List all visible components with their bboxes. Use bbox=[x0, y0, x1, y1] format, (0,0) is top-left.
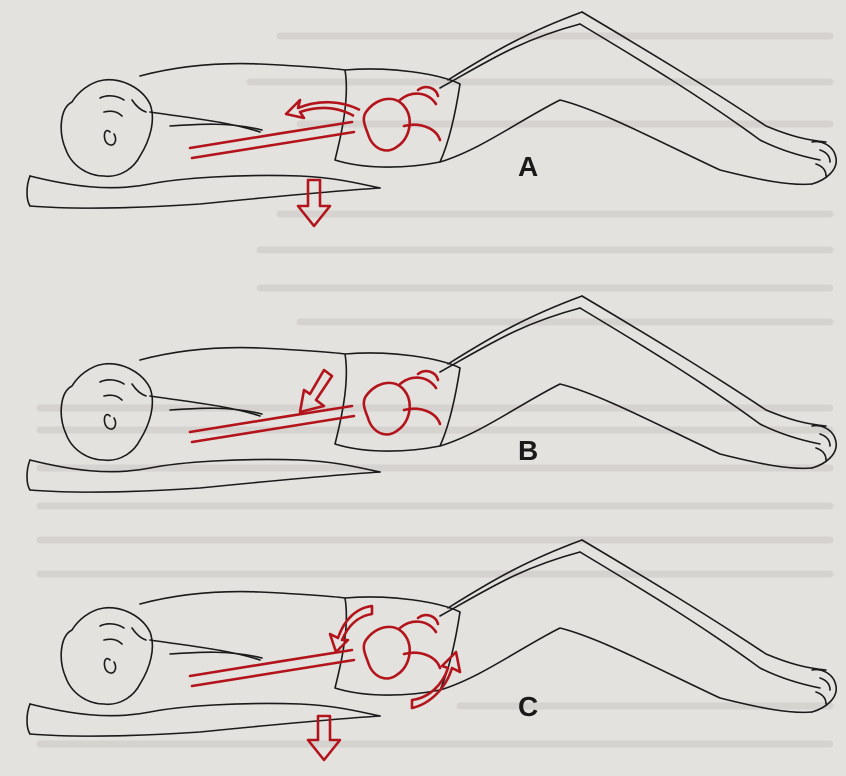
panel-a: A bbox=[27, 12, 836, 226]
panel-label-c: C bbox=[518, 691, 538, 722]
panel-label-a: A bbox=[518, 151, 538, 182]
curved-arrow-c-top-icon bbox=[330, 606, 372, 652]
spine-pelvis-c bbox=[190, 615, 440, 686]
panel-label-b: B bbox=[518, 435, 538, 466]
body-outline-a bbox=[27, 12, 836, 208]
curved-arrow-a-icon bbox=[286, 100, 360, 118]
down-arrow-a-icon bbox=[298, 180, 330, 226]
down-arrow-c-icon bbox=[308, 716, 340, 760]
